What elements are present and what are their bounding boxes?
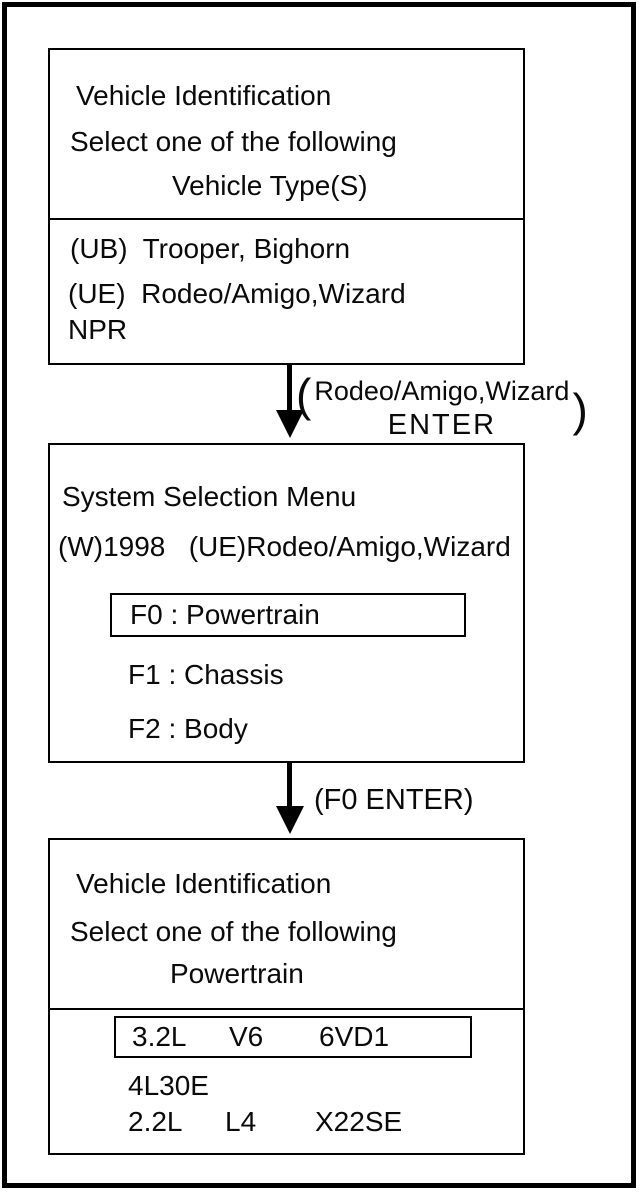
arrow1-label: ( Rodeo/Amigo,Wizard ENTER ) xyxy=(296,370,588,442)
menu-subtitle: (W)1998 (UE)Rodeo/Amigo,Wizard xyxy=(58,531,511,562)
selected-item-box: 3.2L V6 6VD1 xyxy=(114,1016,472,1058)
powertrain-menu-panel: Vehicle Identification Select one of the… xyxy=(48,838,525,1155)
menu-item-4l30e: 4L30E xyxy=(128,1070,209,1101)
flow-line-1 xyxy=(287,365,292,413)
divider xyxy=(49,218,524,220)
menu-item-engine-32l: 3.2L V6 6VD1 xyxy=(132,1021,389,1053)
engine-code: X22SE xyxy=(315,1106,403,1137)
arrow2-label: (F0 ENTER) xyxy=(314,784,474,816)
arrow-down-icon xyxy=(276,410,304,438)
menu-item-f2-body: F2 : Body xyxy=(128,713,248,744)
vehicle-type-menu-panel: Vehicle Identification Select one of the… xyxy=(48,48,525,365)
menu-item-ub-trooper: (UB) Trooper, Bighorn xyxy=(70,233,351,264)
system-selection-menu-panel: System Selection Menu (W)1998 (UE)Rodeo/… xyxy=(48,443,525,763)
divider xyxy=(49,1008,524,1010)
open-paren: ( xyxy=(296,369,312,421)
engine-config: V6 xyxy=(229,1021,264,1052)
menu-item-engine-22l: 2.2L L4 X22SE xyxy=(128,1106,402,1138)
close-paren: ) xyxy=(572,384,588,436)
menu-item-ue-rodeo: (UE) Rodeo/Amigo,Wizard xyxy=(68,278,406,309)
engine-config: L4 xyxy=(225,1106,257,1137)
engine-code: 6VD1 xyxy=(319,1021,390,1052)
menu-subtitle: Select one of the following xyxy=(70,916,397,947)
menu-item-npr: NPR xyxy=(68,314,128,345)
menu-heading: Vehicle Type(S) xyxy=(172,170,368,201)
menu-title: System Selection Menu xyxy=(62,481,357,512)
flow-line-2 xyxy=(287,763,292,809)
engine-size: 2.2L xyxy=(128,1106,183,1137)
menu-title: Vehicle Identification xyxy=(76,80,332,111)
arrow1-label-line2: ENTER xyxy=(387,409,497,441)
arrow1-label-lines: Rodeo/Amigo,Wizard ENTER xyxy=(311,370,572,442)
menu-subtitle: Select one of the following xyxy=(70,126,397,157)
arrow-down-icon xyxy=(276,806,304,834)
menu-item-f0-powertrain: F0 : Powertrain xyxy=(130,599,320,630)
arrow1-label-line1: Rodeo/Amigo,Wizard xyxy=(314,376,570,406)
menu-item-f1-chassis: F1 : Chassis xyxy=(128,659,284,690)
engine-size: 3.2L xyxy=(132,1021,187,1052)
menu-heading: Powertrain xyxy=(170,958,304,989)
menu-title: Vehicle Identification xyxy=(76,868,332,899)
selected-item-box: F0 : Powertrain xyxy=(110,593,466,637)
